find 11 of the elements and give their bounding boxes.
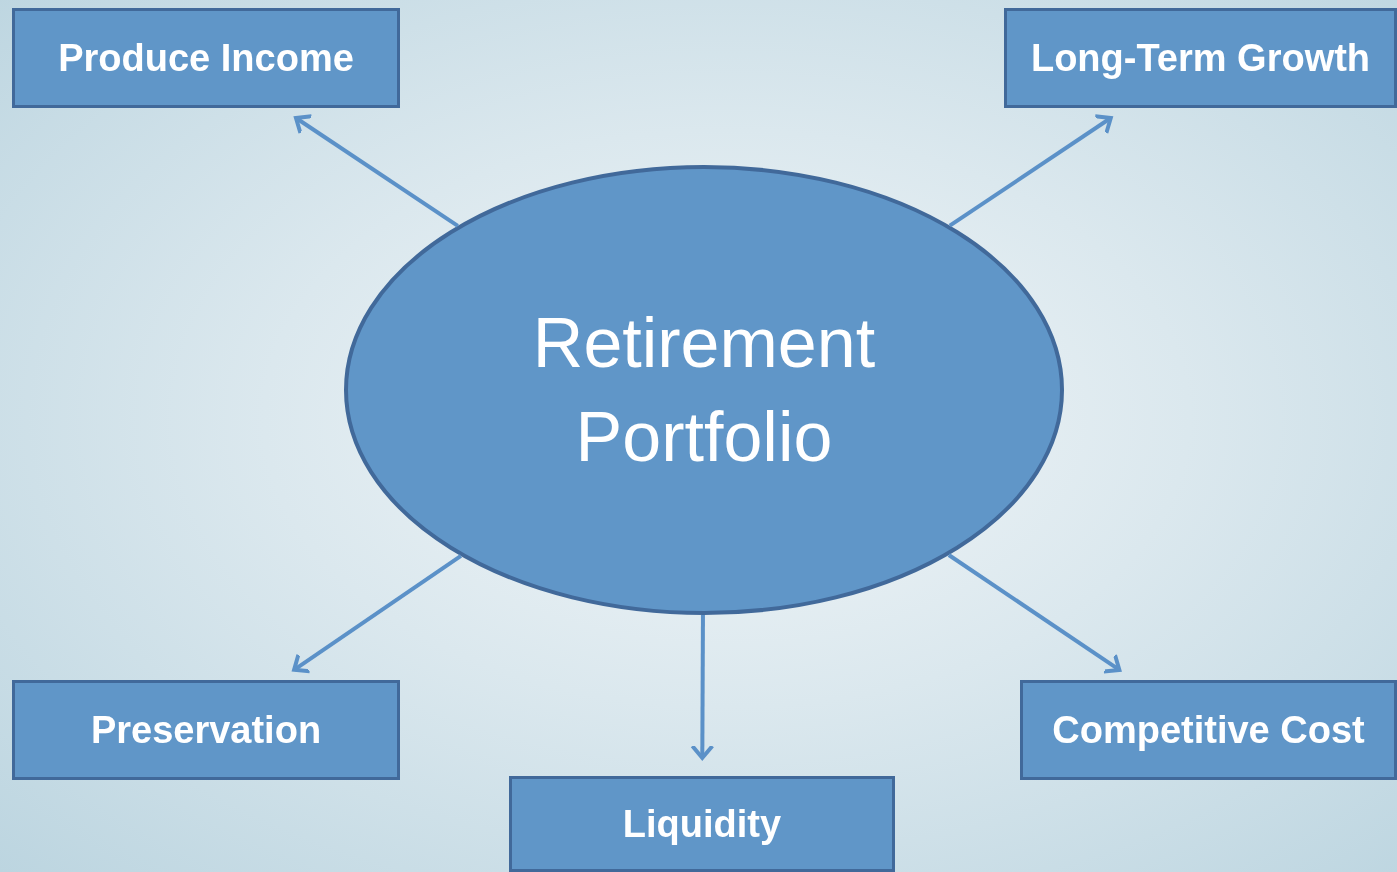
arrow bbox=[294, 114, 459, 228]
goal-box: Produce Income bbox=[12, 8, 400, 108]
arrow bbox=[948, 114, 1113, 228]
node-title: Retirement Portfolio bbox=[531, 302, 877, 478]
goal-box: Competitive Cost bbox=[1020, 680, 1397, 780]
goal-box: Preservation bbox=[12, 680, 400, 780]
arrow bbox=[947, 553, 1122, 674]
arrow bbox=[292, 554, 463, 674]
goal-box: Long-Term Growth bbox=[1004, 8, 1397, 108]
arrow bbox=[690, 615, 715, 760]
goal-box: Liquidity bbox=[509, 776, 895, 872]
